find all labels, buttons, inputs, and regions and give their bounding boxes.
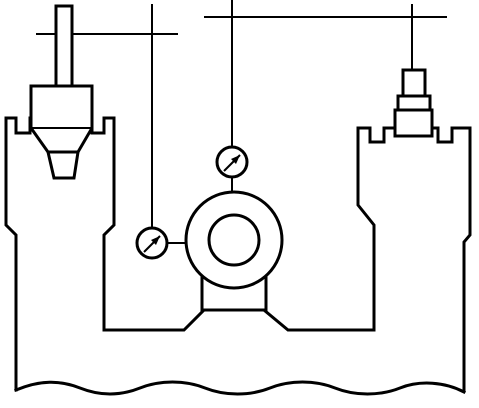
right-column-cap	[401, 68, 427, 98]
center-ring-inner	[207, 213, 261, 267]
hopper-shaft	[54, 4, 74, 88]
pressure-gauge-top-arrowhead	[231, 155, 240, 164]
right-castellated-wall	[261, 126, 472, 392]
pressure-gauge-left-arrowhead	[151, 236, 160, 245]
right-column-base	[393, 108, 434, 138]
right-column-mid	[396, 94, 432, 112]
hopper-outlet	[46, 150, 80, 180]
left-castellated-wall	[4, 116, 207, 392]
wavy-break-line	[14, 380, 467, 396]
hopper	[29, 84, 94, 154]
